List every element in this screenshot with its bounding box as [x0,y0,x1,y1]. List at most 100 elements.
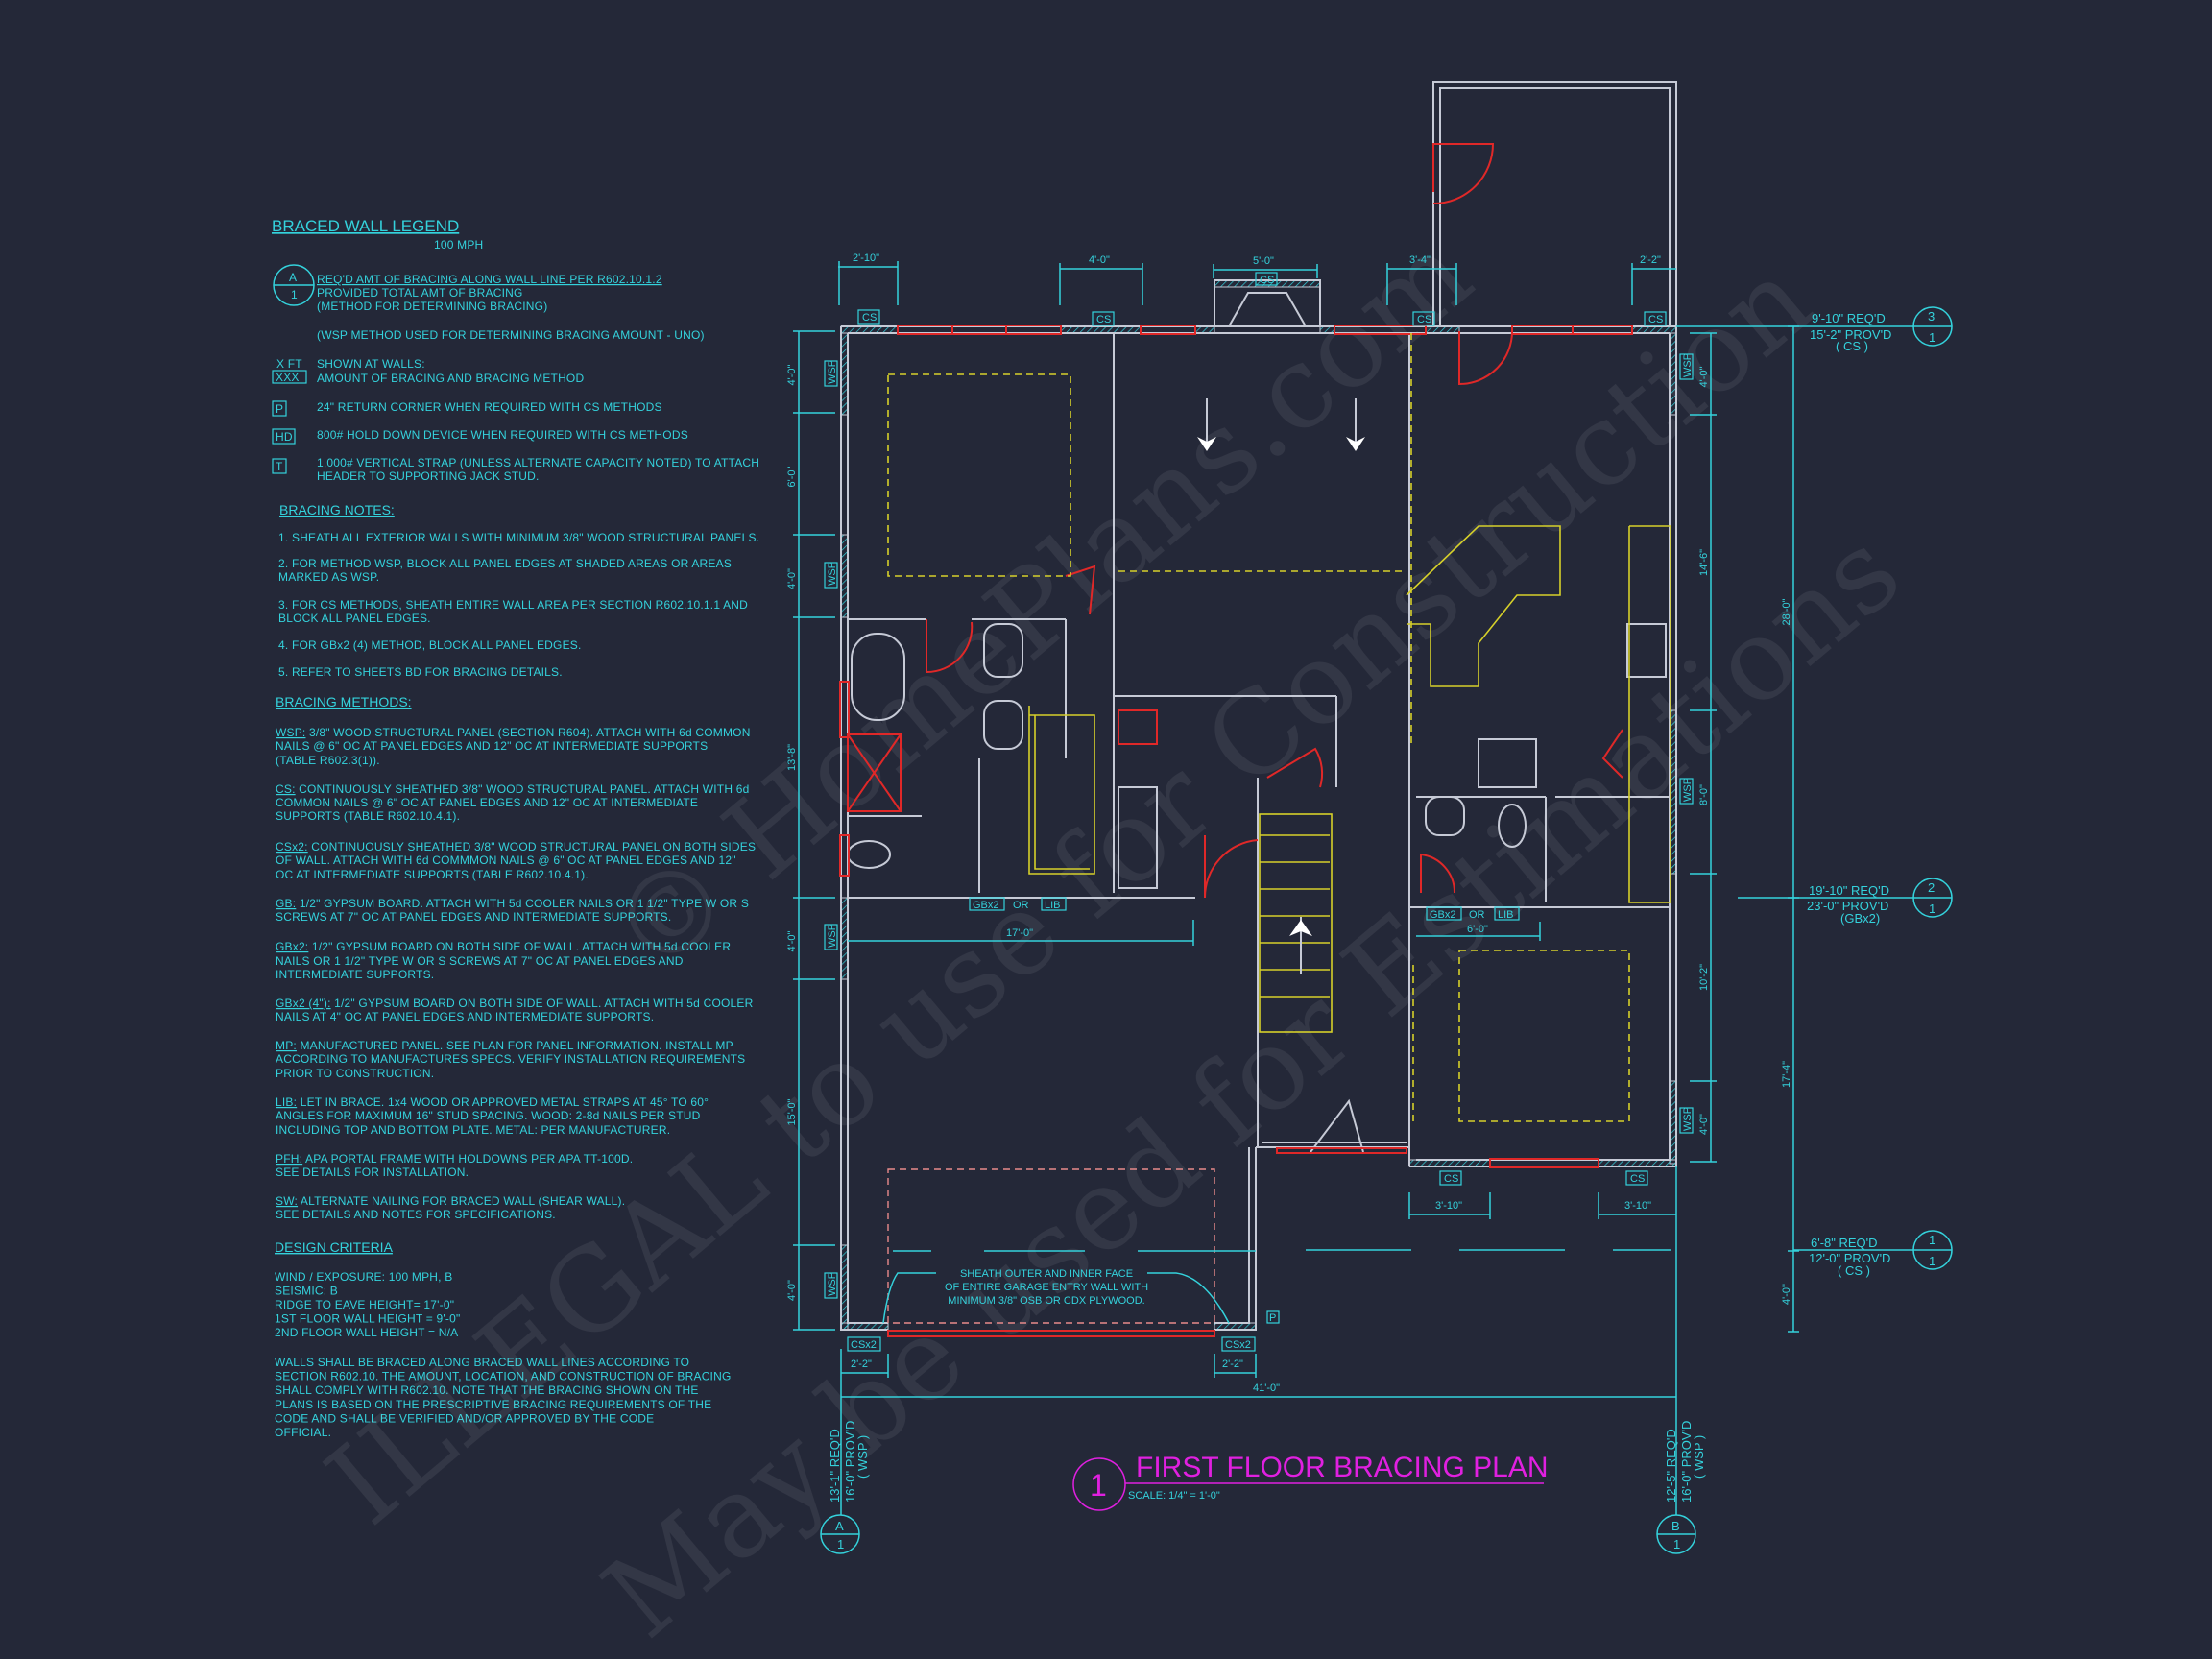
method-code: GBx2 (4"): [276,997,331,1010]
method-text: ALTERNATE NAILING FOR BRACED WALL (SHEAR… [298,1194,625,1208]
notes-title: BRACING NOTES: [279,502,395,517]
stair-up-arrow-icon [1289,920,1312,936]
method-code: CS: [276,782,296,796]
method-line: PRIOR TO CONSTRUCTION. [276,1067,434,1080]
cs-tag: CS [862,312,877,324]
braced-wall-legend: BRACED WALL LEGEND 100 MPH A 1 REQ'D AMT… [272,217,759,483]
bracing-method: ( WSP ) [855,1435,870,1479]
legend-line: SHOWN AT WALLS: [317,357,425,371]
method-line: SEE DETAILS FOR INSTALLATION. [276,1166,469,1179]
method-text: 1/2" GYPSUM BOARD ON BOTH SIDE OF WALL. … [308,940,731,953]
legend-line: REQ'D AMT OF BRACING ALONG WALL LINE PER… [317,273,662,286]
method-line: PFH: APA PORTAL FRAME WITH HOLDOWNS PER … [276,1152,633,1166]
drawing-number: 1 [1090,1468,1107,1503]
method-line: SUPPORTS (TABLE R602.10.4.1). [276,809,460,823]
bracing-method: (GBx2) [1840,911,1880,926]
method-line: GBx2: 1/2" GYPSUM BOARD ON BOTH SIDE OF … [276,940,731,953]
method-line: LIB: LET IN BRACE. 1x4 WOOD OR APPROVED … [276,1095,709,1109]
design-line: SEISMIC: B [275,1285,338,1298]
dimension-label: 4'-0" [1089,254,1110,266]
method-code: CSx2: [276,840,308,854]
svg-text:1: 1 [1929,902,1936,916]
legend-line: 24" RETURN CORNER WHEN REQUIRED WITH CS … [317,400,662,414]
method-line: NAILS OR 1 1/2" TYPE W OR S SCREWS AT 7"… [276,954,684,968]
method-line: GBx2 (4"): 1/2" GYPSUM BOARD ON BOTH SID… [276,997,754,1010]
bracing-methods: BRACING METHODS: WSP: 3/8" WOOD STRUCTUR… [276,694,756,1221]
legend-line: HEADER TO SUPPORTING JACK STUD. [317,469,540,483]
required-bracing: 6'-8" REQ'D [1811,1236,1878,1250]
xft-symbol: X FT [276,357,302,371]
provided-bracing: 15'-2" PROV'D [1810,327,1891,342]
method-text: 1/2" GYPSUM BOARD. ATTACH WITH 5d COOLER… [296,897,749,910]
drawing-title-text: FIRST FLOOR BRACING PLAN [1136,1452,1549,1483]
method-code: WSP: [276,726,305,739]
svg-text:1: 1 [1673,1537,1680,1551]
design-paragraph-line: PLANS IS BASED ON THE PRESCRIPTIVE BRACI… [275,1398,711,1411]
p-tag: P [1269,1312,1276,1324]
method-code: LIB: [276,1095,297,1109]
wall-line-b: B1 12'-5" REQ'D 16'-0" PROV'D ( WSP ) [1656,1421,1706,1554]
wall-line-3: 31 9'-10" REQ'D 15'-2" PROV'D ( CS ) [1676,306,1953,353]
method-line: INCLUDING TOP AND BOTTOM PLATE. METAL: P… [276,1123,670,1137]
gbx2-tag: GBx2 [1430,909,1456,921]
method-code: GB: [276,897,296,910]
svg-text:WSP: WSP [827,562,838,586]
note-line: 5. REFER TO SHEETS BD FOR BRACING DETAIL… [278,665,563,679]
p-symbol: P [276,402,283,416]
dimension-label: 4'-0" [1698,1114,1710,1135]
method-line: OF WALL. ATTACH WITH 6d COMMMON NAILS @ … [276,854,736,867]
svg-text:A: A [289,271,297,284]
method-code: GBx2: [276,940,308,953]
method-line: CSx2: CONTINUOUSLY SHEATHED 3/8" WOOD ST… [276,840,756,854]
legend-line: (METHOD FOR DETERMINING BRACING) [317,300,547,313]
svg-text:1: 1 [1929,330,1936,345]
svg-text:1: 1 [1929,1233,1936,1247]
dimension-label: 4'-0" [786,1280,798,1301]
svg-text:2: 2 [1928,880,1935,895]
cs-tag: CS [1648,314,1663,325]
svg-text:B: B [1671,1519,1680,1533]
csx2-tag: CSx2 [1225,1339,1251,1351]
method-line: COMMON NAILS @ 6" OC AT PANEL EDGES AND … [276,796,698,809]
svg-text:WSP: WSP [827,924,838,948]
dimension-label: 2'-2" [1222,1358,1243,1370]
garage-note: SHEATH OUTER AND INNER FACE OF ENTIRE GA… [882,1268,1230,1324]
method-line: SW: ALTERNATE NAILING FOR BRACED WALL (S… [276,1194,625,1208]
svg-text:3: 3 [1928,309,1935,324]
wall-line-2: 21 19'-10" REQ'D 23'-0" PROV'D (GBx2) [1738,878,1953,926]
method-text: APA PORTAL FRAME WITH HOLDOWNS PER APA T… [302,1152,633,1166]
note-line: OF ENTIRE GARAGE ENTRY WALL WITH [945,1282,1148,1293]
method-text: MANUFACTURED PANEL. SEE PLAN FOR PANEL I… [297,1039,733,1052]
note-line: 4. FOR GBx2 (4) METHOD, BLOCK ALL PANEL … [278,638,582,652]
svg-text:1: 1 [1929,1254,1936,1268]
legend-uno: (WSP METHOD USED FOR DETERMINING BRACING… [317,328,705,342]
design-line: RIDGE TO EAVE HEIGHT= 17'-0" [275,1298,454,1311]
cs-tag: CS [1417,314,1431,325]
lib-tag: LIB [1498,909,1514,921]
cs-tags: CS CS CS CS CS CS CS CSx2 CSx2 P [847,272,1667,1352]
methods-title: BRACING METHODS: [276,694,412,709]
design-paragraph-line: SECTION R602.10. THE AMOUNT, LOCATION, A… [275,1370,732,1383]
drawing-title: 1 FIRST FLOOR BRACING PLAN SCALE: 1/4" =… [1072,1452,1549,1511]
legend-speed: 100 MPH [434,238,483,252]
note-line: 1. SHEATH ALL EXTERIOR WALLS WITH MINIMU… [278,531,759,544]
stairs [1259,813,1333,1033]
svg-text:A: A [835,1519,844,1533]
method-line: SCREWS AT 7" OC AT PANEL EDGES AND INTER… [276,910,671,924]
dimension-label: 3'-4" [1409,254,1431,266]
required-bracing: 12'-5" REQ'D [1664,1429,1678,1503]
design-paragraph-line: OFFICIAL. [275,1426,331,1439]
svg-text:WSP: WSP [1682,778,1694,802]
or-label: OR [1469,909,1485,921]
dimension-label: 4'-0" [786,931,798,952]
legend-line: 1,000# VERTICAL STRAP (UNLESS ALTERNATE … [317,456,759,469]
svg-text:WSP: WSP [1682,353,1694,377]
legend-line: PROVIDED TOTAL AMT OF BRACING [317,286,523,300]
dimension-label: 2'-2" [851,1358,872,1370]
ceiling-arrow-icon [1197,398,1365,451]
design-line: 2ND FLOOR WALL HEIGHT = N/A [275,1326,458,1339]
svg-text:WSP: WSP [1682,1107,1694,1131]
method-line: GB: 1/2" GYPSUM BOARD. ATTACH WITH 5d CO… [276,897,749,910]
dimension-label: 28'-0" [1781,598,1792,625]
